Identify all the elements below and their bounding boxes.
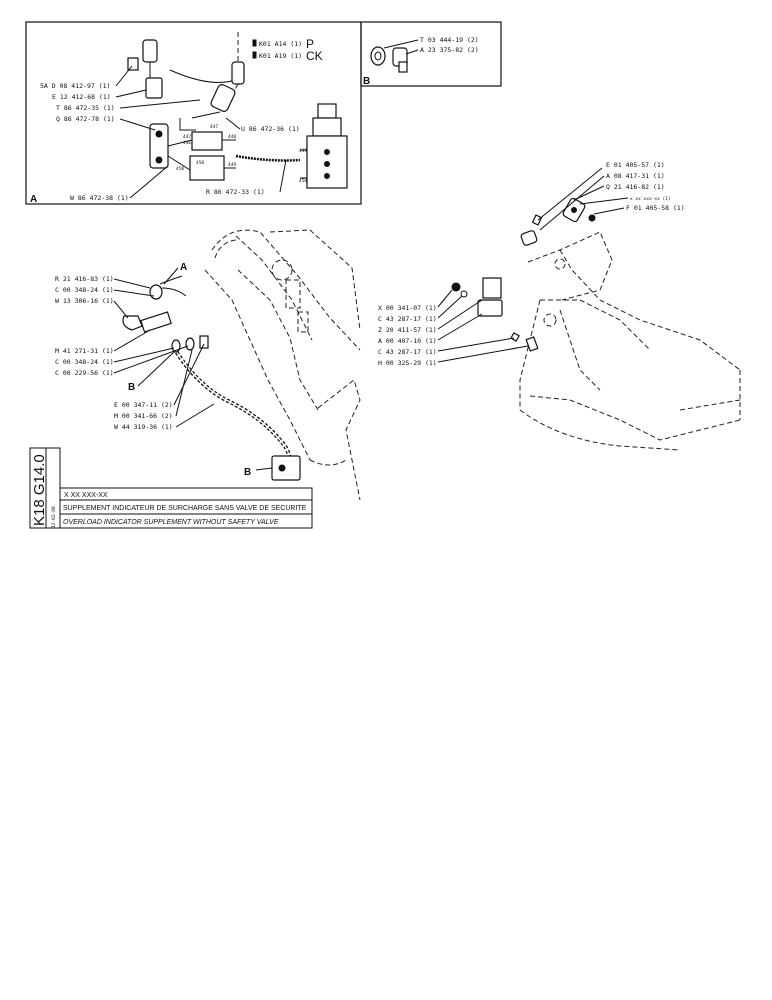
part-label: W 44 319-36 (1): [114, 423, 173, 431]
variant-code-2: K01 A19 (1): [259, 52, 302, 60]
inset-a-frame: [25, 21, 362, 205]
connector-upper: [191, 32, 245, 119]
part-label: Z 20 411-57 (1): [378, 326, 437, 334]
part-label: X 00 341-07 (1): [378, 304, 437, 312]
title-block: K18 G14.0 12-02-88 X XX XXX-XX SUPPLEMEN…: [29, 447, 313, 529]
part-label: R 21 416-83 (1): [55, 275, 114, 283]
wire-number: 449: [299, 148, 307, 154]
part-label: C 00 348-24 (1): [55, 286, 114, 294]
part-label: M 41 271-31 (1): [55, 347, 114, 355]
part-label: W 86 472-38 (1): [70, 194, 129, 202]
variant-code-1: K01 A14 (1): [259, 40, 302, 48]
part-label: Q 21 416-82 (1): [606, 183, 665, 191]
variant-mark-1: P: [306, 37, 314, 51]
inset-a-letter: A: [30, 194, 37, 205]
part-label: F 01 405-58 (1): [626, 204, 685, 212]
pressure-switch: [300, 103, 348, 189]
variant-mark-2: CK: [306, 49, 323, 63]
boom-view-left: A B B R 21 416-83 (1) C 00 348-24 (1) W …: [55, 229, 361, 501]
part-label: U 86 472-36 (1): [241, 125, 300, 133]
sheet-date: 12-02-88: [51, 506, 57, 528]
part-label: A 23 375-82 (2): [420, 46, 479, 54]
wire-number: 447: [210, 124, 218, 130]
wire-number: 450: [299, 178, 307, 184]
lamp-assembly: [127, 39, 241, 99]
part-label: Q 86 472-78 (1): [56, 115, 115, 123]
inset-a: A K01 A14 (1) K01 A19 (1) P CK: [25, 21, 362, 205]
part-label: M 00 341-66 (2): [114, 412, 173, 420]
part-label: W 13 306-16 (1): [55, 297, 114, 305]
title-french: SUPPLEMENT INDICATEUR DE SURCHARGE SANS …: [63, 505, 307, 512]
part-label: 5A D 08 412-97 (1): [40, 82, 110, 90]
harness-cable: [235, 154, 301, 162]
inset-b-letter: B: [363, 76, 370, 87]
part-label: C 43 287-17 (1): [378, 348, 437, 356]
part-label: C 00 348-24 (1): [55, 358, 114, 366]
sensor-bracket: [122, 275, 209, 353]
wire-number: 448: [228, 134, 236, 140]
wire-number: 450: [196, 160, 204, 166]
title-part-number: X XX XXX-XX: [64, 492, 108, 499]
wire-number: 447: [183, 134, 191, 140]
part-label: C 43 287-17 (1): [378, 315, 437, 323]
part-label: T 86 472-35 (1): [56, 104, 115, 112]
wire-number: 446: [183, 140, 191, 146]
frame-view-right: E 01 405-57 (1) A 08 417-31 (1) Q 21 416…: [378, 161, 741, 451]
hydraulic-hose: [172, 346, 293, 471]
sheet-id: K18 G14.0: [31, 454, 48, 526]
part-label: E 12 412-68 (1): [52, 93, 111, 101]
inset-b-frame: [360, 21, 502, 87]
wire-number: 449: [228, 162, 236, 168]
part-label: T 03 444-19 (2): [420, 36, 479, 44]
part-label: C 00 229-56 (1): [55, 369, 114, 377]
callout-a: A: [180, 262, 187, 273]
title-english: OVERLOAD INDICATOR SUPPLEMENT WITHOUT SA…: [63, 519, 279, 526]
part-label: E 01 405-57 (1): [606, 161, 665, 169]
part-label: A 08 417-31 (1): [606, 172, 665, 180]
part-label: A 00 407-10 (1): [378, 337, 437, 345]
inset-b: B T 03 444-19 (2) A 23 375-82 (2): [360, 21, 502, 87]
part-label: E 00 347-11 (2): [114, 401, 173, 409]
part-label: H 00 325-29 (1): [378, 359, 437, 367]
part-label: R 86 472-33 (1): [206, 188, 265, 196]
callout-b: B: [244, 467, 251, 478]
callout-b: B: [128, 382, 135, 393]
switch-unit: [149, 118, 236, 181]
variant-codes: K01 A14 (1) K01 A19 (1) P CK: [252, 37, 323, 63]
part-label: x xx xxx-xx (1): [630, 196, 671, 202]
wire-number: 450: [176, 166, 184, 172]
